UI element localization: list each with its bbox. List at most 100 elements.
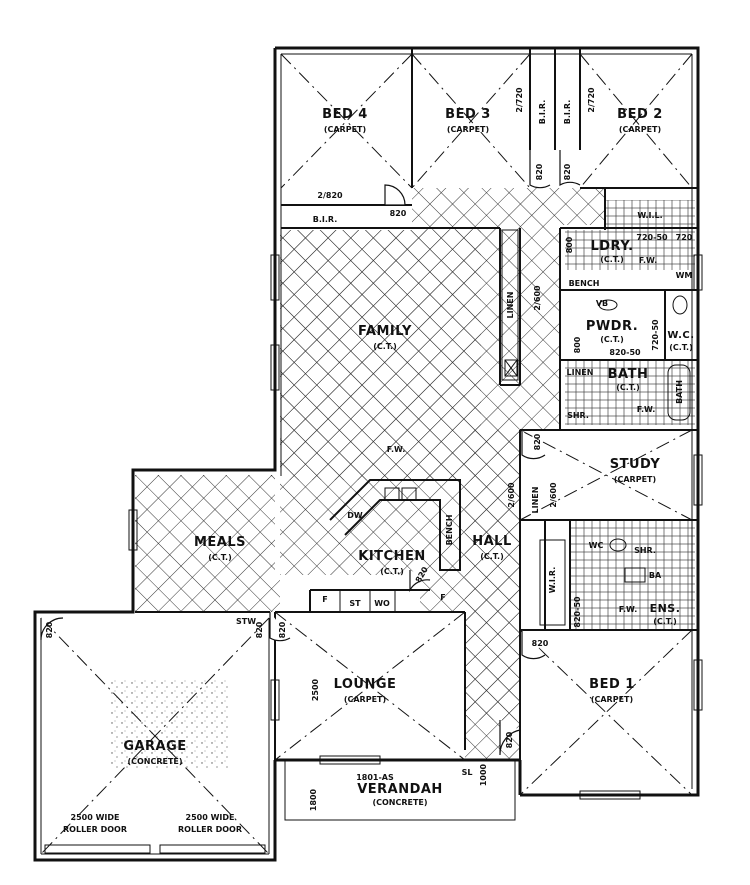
dim-1800: 1800 xyxy=(309,788,318,811)
tiled-areas xyxy=(135,188,605,760)
label-linen-hall: LINEN xyxy=(531,487,540,514)
label-stw: STW xyxy=(236,617,256,626)
dim-820-garage1: 820 xyxy=(45,621,54,638)
dim-bir3: 2/720 xyxy=(515,87,524,113)
label-fw4: F.W. xyxy=(387,445,406,454)
room-hall-name: HALL xyxy=(472,534,512,549)
verandah-outline xyxy=(284,759,516,821)
label-shr-ens: SHR. xyxy=(634,546,656,555)
dim-roller-door-1-width: 2500 WIDE xyxy=(71,813,120,822)
room-meals-name: MEALS xyxy=(194,535,246,550)
label-fw2: F.W. xyxy=(637,405,656,414)
wet-area-tiles xyxy=(565,200,695,630)
dim-bed4-bir: 2/820 xyxy=(317,191,343,200)
room-garage-name: GARAGE xyxy=(123,739,186,754)
label-wil: W.I.L. xyxy=(637,211,662,220)
fixture-labels: B.I.R. B.I.R. B.I.R. W.I.L. BENCH LINEN … xyxy=(236,100,692,777)
room-bath-name: BATH xyxy=(608,367,649,382)
room-ens-name: ENS. xyxy=(650,602,681,615)
fixtures xyxy=(501,229,691,626)
garage-concrete-texture xyxy=(110,680,230,770)
room-lounge-name: LOUNGE xyxy=(334,677,397,692)
dim-820-50-pwdr: 820-50 xyxy=(609,348,641,357)
room-bed3-finish: (CARPET) xyxy=(447,125,489,134)
room-pwdr-name: PWDR. xyxy=(586,319,638,334)
room-ens-finish: (C.T.) xyxy=(653,617,677,626)
dim-820-bed1: 820 xyxy=(532,639,549,648)
external-walls xyxy=(33,46,700,862)
dim-2500: 2500 xyxy=(311,678,320,701)
dim-720-50-wc: 720-50 xyxy=(651,319,660,351)
label-ba: BA xyxy=(649,571,662,580)
dim-820-bed2: 820 xyxy=(563,163,572,180)
label-shr-bath: SHR. xyxy=(567,411,589,420)
room-bed4-name: BED 4 xyxy=(322,107,368,122)
label-f1: F xyxy=(322,595,327,604)
dim-2600-linen: 2/600 xyxy=(533,285,542,311)
dim-820-lounge: 820 xyxy=(278,621,287,638)
room-family-name: FAMILY xyxy=(358,324,412,339)
room-pwdr-finish: (C.T.) xyxy=(600,335,624,344)
room-wc-name: W.C. xyxy=(667,330,694,341)
label-st: ST xyxy=(349,599,361,608)
room-garage-finish: (CONCRETE) xyxy=(127,757,182,766)
dim-800-ldry: 800 xyxy=(565,236,574,253)
dim-1801-as: 1801-AS xyxy=(356,773,394,782)
label-wc-ens: WC xyxy=(589,541,604,550)
room-study-finish: (CARPET) xyxy=(614,475,656,484)
room-bed1-finish: (CARPET) xyxy=(591,695,633,704)
room-meals-finish: (C.T.) xyxy=(208,553,232,562)
dim-820-hall: 820 xyxy=(505,731,514,748)
label-bench-kitchen: BENCH xyxy=(445,515,454,546)
label-bir-bed3: B.I.R. xyxy=(538,100,547,125)
dim-bir2: 2/720 xyxy=(587,87,596,113)
label-wm: WM xyxy=(676,271,693,280)
setout-lines xyxy=(40,53,693,855)
room-labels: BED 4 (CARPET) BED 3 (CARPET) BED 2 (CAR… xyxy=(123,107,694,807)
dim-820-bed3: 820 xyxy=(535,163,544,180)
room-verandah-finish: (CONCRETE) xyxy=(372,798,427,807)
label-sl: SL xyxy=(462,768,473,777)
room-bed1-name: BED 1 xyxy=(589,677,635,692)
dim-820-study: 820 xyxy=(533,433,542,450)
label-bath-tub: BATH xyxy=(675,380,684,404)
label-dw: DW xyxy=(347,511,363,520)
doors xyxy=(40,150,581,756)
room-ldry-finish: (C.T.) xyxy=(600,255,624,264)
label-bir-bed4: B.I.R. xyxy=(313,215,338,224)
label-wo: WO xyxy=(374,599,390,608)
label-fw3: F.W. xyxy=(619,605,638,614)
dim-2600-study: 2/600 xyxy=(549,482,558,508)
roller-doors xyxy=(44,844,266,854)
label-vb: VB xyxy=(596,299,608,308)
dim-820-garage2: 820 xyxy=(255,621,264,638)
room-verandah-name: VERANDAH xyxy=(357,782,443,797)
dim-800-bath: 800 xyxy=(573,336,582,353)
room-hall-finish: (C.T.) xyxy=(480,552,504,561)
label-bir-bed2: B.I.R. xyxy=(563,100,572,125)
dimension-labels: 2/820 2/720 2/720 820 820 820 720-50 720… xyxy=(45,87,693,834)
label-f2: F xyxy=(440,593,445,602)
room-kitchen-finish: (C.T.) xyxy=(380,567,404,576)
dim-2600-hall: 2/600 xyxy=(507,482,516,508)
room-bath-finish: (C.T.) xyxy=(616,383,640,392)
room-bed4-finish: (CARPET) xyxy=(324,125,366,134)
dim-roller-door-1-label: ROLLER DOOR xyxy=(63,825,127,834)
room-bed3-name: BED 3 xyxy=(445,107,491,122)
dim-roller-door-2-label: ROLLER DOOR xyxy=(178,825,242,834)
room-lounge-finish: (CARPET) xyxy=(344,695,386,704)
label-linen-bath: LINEN xyxy=(567,368,594,377)
room-kitchen-name: KITCHEN xyxy=(358,549,425,564)
dim-820-bed4: 820 xyxy=(390,209,407,218)
internal-walls xyxy=(135,48,698,795)
dim-1000: 1000 xyxy=(479,763,488,786)
label-bench: BENCH xyxy=(569,279,600,288)
room-bed2-finish: (CARPET) xyxy=(619,125,661,134)
room-wc-finish: (C.T.) xyxy=(669,343,693,352)
dim-820-50-ens: 820-50 xyxy=(573,596,582,628)
label-fw1: F.W. xyxy=(639,256,658,265)
room-ldry-name: LDRY. xyxy=(590,239,633,254)
dim-roller-door-2-width: 2500 WIDE xyxy=(186,813,235,822)
label-linen-family: LINEN xyxy=(506,292,515,319)
